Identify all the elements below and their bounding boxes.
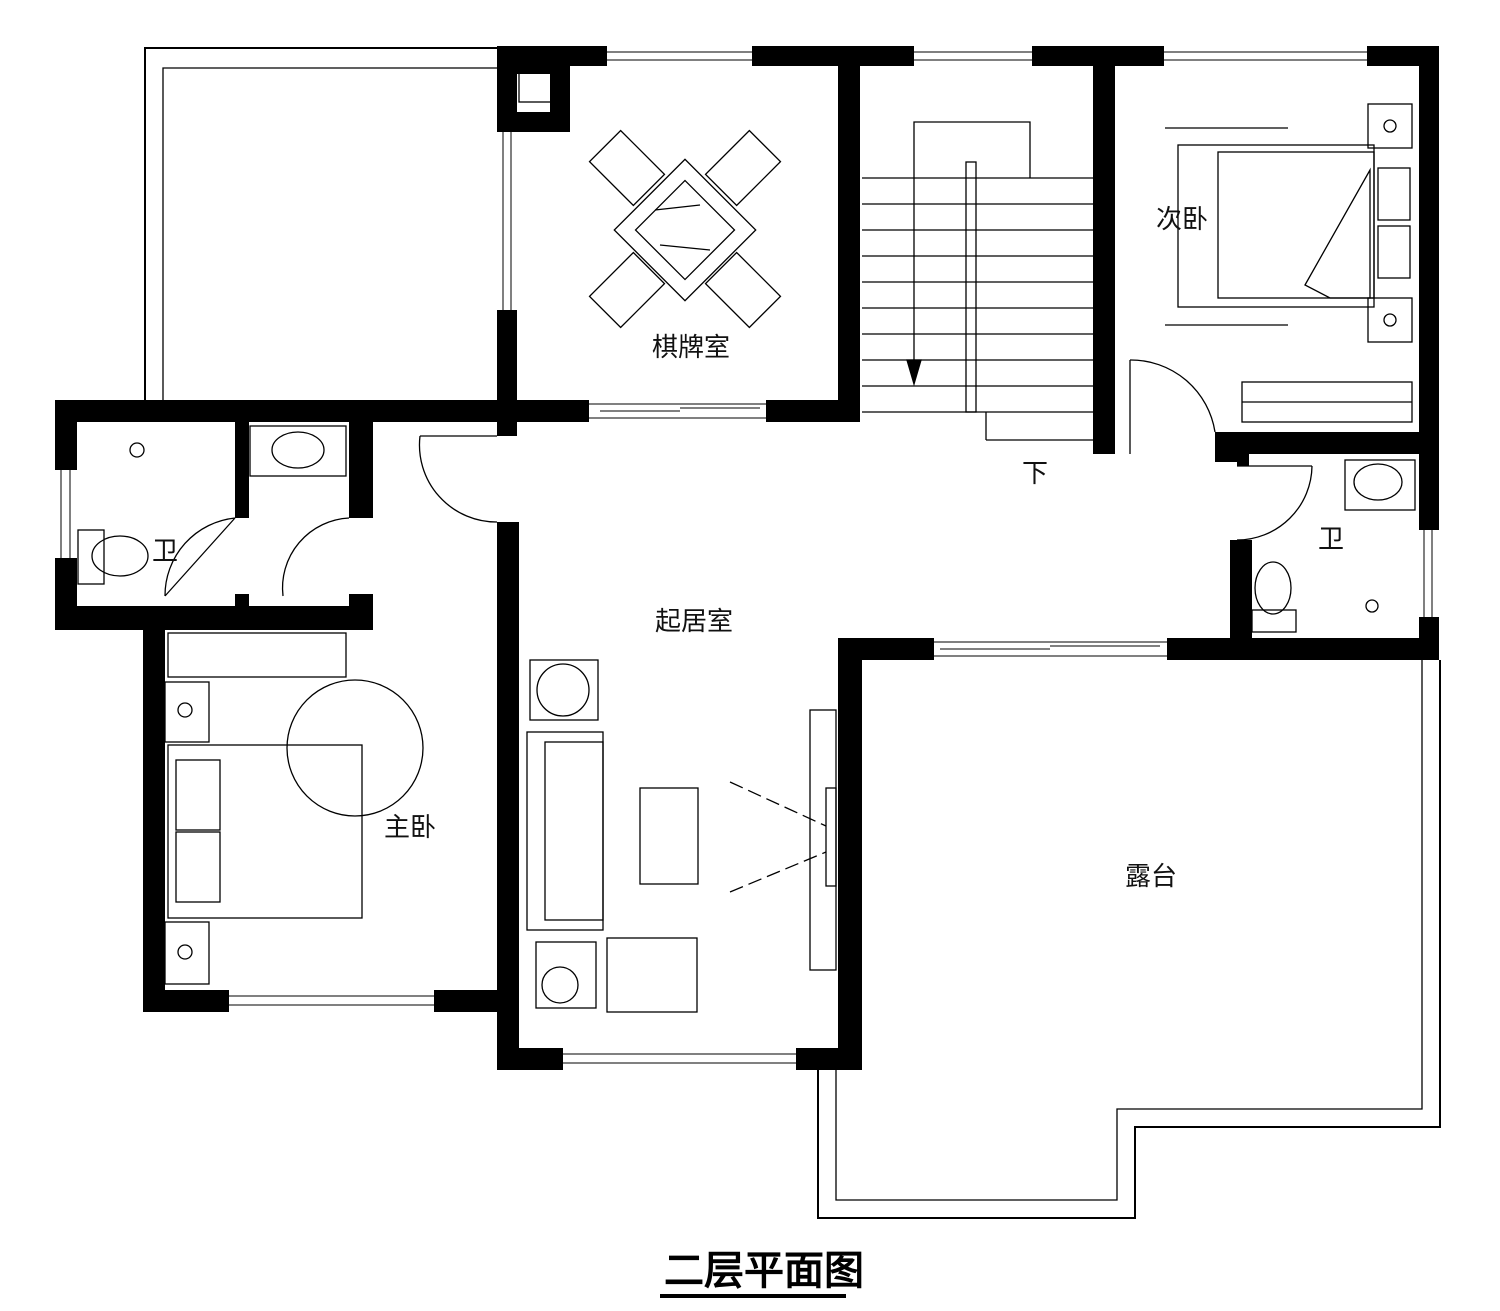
mahjong-table	[588, 129, 782, 329]
master-bed	[164, 632, 424, 985]
right-bath-fixtures	[1251, 459, 1416, 633]
drawing-title: 二层平面图	[664, 1248, 864, 1294]
label-bath-right: 卫	[1318, 525, 1344, 555]
upper-terrace-outline	[144, 47, 497, 400]
lower-terrace-outline	[817, 660, 1441, 1219]
label-bath-left: 卫	[152, 537, 178, 567]
swing-doors	[164, 359, 1313, 597]
label-stair-down: 下	[1022, 459, 1048, 489]
left-bath-fixtures	[77, 425, 347, 585]
label-living-room: 起居室	[655, 607, 733, 637]
label-chess-room: 棋牌室	[652, 333, 730, 363]
living-furniture	[526, 659, 837, 1013]
cabinet-icon	[518, 71, 552, 103]
second-bed	[1165, 103, 1413, 423]
title-underline	[660, 1294, 846, 1298]
label-second-bedroom: 次卧	[1156, 205, 1208, 235]
walls	[55, 46, 1439, 1070]
label-master-bedroom: 主卧	[384, 813, 436, 843]
label-terrace: 露台	[1125, 862, 1177, 892]
sliding-doors	[502, 132, 1167, 657]
staircase	[862, 121, 1093, 441]
